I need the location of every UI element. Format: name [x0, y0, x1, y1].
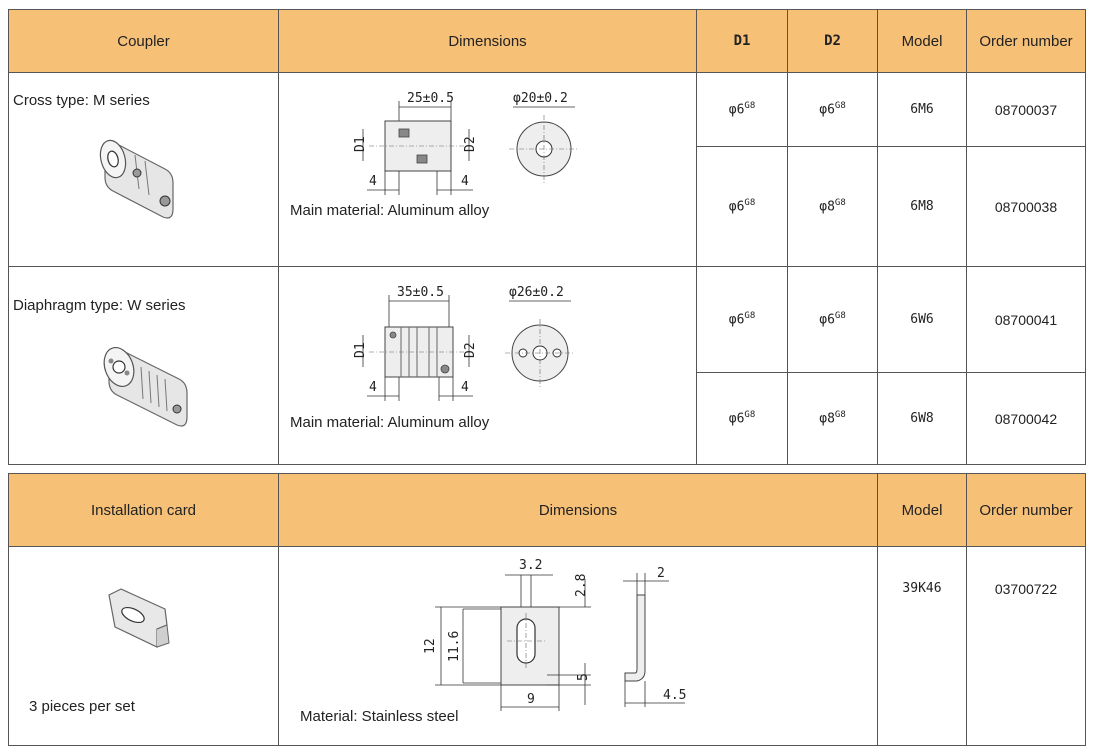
card-model: 39K46 — [877, 546, 967, 746]
table-row: 3 pieces per set 3.2 12 11.6 — [8, 546, 1086, 746]
m-diameter-label: φ20±0.2 — [513, 91, 568, 106]
m6-d1-value: φ6 — [728, 102, 745, 118]
m-d1-label: D1 — [353, 136, 368, 152]
m8-d1: φ6G8 — [696, 146, 788, 267]
card-bottom-label: 5 — [576, 673, 591, 681]
w8-d2: φ8G8 — [787, 372, 878, 465]
cross-coupler-image — [99, 139, 174, 219]
coupler-cell-m-series: Cross type: M series — [8, 72, 279, 267]
m8-d1-tolerance: G8 — [744, 198, 756, 209]
w8-d2-value: φ8 — [819, 411, 835, 427]
card-dimension-drawing: 3.2 12 11.6 2.8 — [423, 558, 686, 711]
w6-d1: φ6G8 — [696, 266, 788, 373]
m6-d2: φ6G8 — [787, 72, 878, 147]
w8-d2-tolerance: G8 — [834, 410, 846, 421]
card-height-label: 12 — [423, 638, 438, 654]
dimensions-cell-m-series: 25±0.5 D1 D2 4 4 φ20±0.2 — [278, 72, 697, 267]
coupler-name-m: Cross type: M series — [13, 92, 150, 109]
w8-d1-tolerance: G8 — [744, 410, 756, 421]
m-gap-left-label: 4 — [369, 174, 377, 189]
card-material-label: Material: Stainless steel — [300, 708, 459, 725]
w-length-label: 35±0.5 — [397, 285, 444, 300]
coupler-table: Coupler Dimensions D1 D2 Model Order num… — [8, 9, 1086, 465]
card-thickness-label: 2 — [657, 566, 665, 581]
m-material-label: Main material: Aluminum alloy — [290, 202, 490, 219]
header-d2: D2 — [787, 9, 878, 73]
m6-model: 6M6 — [877, 72, 967, 147]
w6-d1-tolerance: G8 — [744, 311, 756, 322]
m-length-label: 25±0.5 — [407, 91, 454, 106]
header-d1: D1 — [696, 9, 788, 73]
card-leg-label: 4.5 — [663, 688, 686, 703]
w6-d2-tolerance: G8 — [834, 311, 846, 322]
installation-card-table: Installation card Dimensions Model Order… — [8, 473, 1086, 746]
m8-order-number: 08700038 — [966, 146, 1086, 267]
m6-d2-tolerance: G8 — [834, 101, 846, 112]
w6-order-number: 08700041 — [966, 266, 1086, 373]
w-d1-label: D1 — [353, 342, 368, 358]
m-d2-label: D2 — [463, 136, 478, 152]
coupler-cell-w-series: Diaphragm type: W series — [8, 266, 279, 465]
m-series-dimension-drawing: 25±0.5 D1 D2 4 4 φ20±0.2 — [353, 91, 579, 195]
m8-d1-value: φ6 — [728, 199, 745, 215]
card-order-number: 03700722 — [966, 546, 1086, 746]
header-model: Model — [877, 9, 967, 73]
m-gap-right-label: 4 — [461, 174, 469, 189]
w6-d2-value: φ6 — [819, 312, 835, 328]
w6-d1-value: φ6 — [728, 312, 745, 328]
table-row: Cross type: M series 25±0.5 — [8, 72, 1086, 267]
w8-order-number: 08700042 — [966, 372, 1086, 465]
w-gap-left-label: 4 — [369, 380, 377, 395]
card-top-label: 2.8 — [574, 574, 589, 597]
m8-model: 6M8 — [877, 146, 967, 267]
header-dimensions: Dimensions — [278, 9, 697, 73]
m6-d1-tolerance: G8 — [744, 101, 756, 112]
card-dimensions-cell: 3.2 12 11.6 2.8 — [278, 546, 878, 746]
header-card-dimensions: Dimensions — [278, 473, 878, 547]
header-card-order-number: Order number — [966, 473, 1086, 547]
w6-model: 6W6 — [877, 266, 967, 373]
header-installation-card: Installation card — [8, 473, 279, 547]
w8-model: 6W8 — [877, 372, 967, 465]
m8-d2: φ8G8 — [787, 146, 878, 267]
w6-d2: φ6G8 — [787, 266, 878, 373]
w-material-label: Main material: Aluminum alloy — [290, 414, 490, 431]
table-row: Diaphragm type: W series 35±0.5 — [8, 266, 1086, 465]
header-card-model: Model — [877, 473, 967, 547]
w-series-dimension-drawing: 35±0.5 D1 D2 4 — [353, 285, 575, 401]
card-set-note: 3 pieces per set — [29, 698, 135, 715]
card-slot-width-label: 3.2 — [519, 558, 542, 573]
header-coupler: Coupler — [8, 9, 279, 73]
m8-d2-tolerance: G8 — [834, 198, 846, 209]
w8-d1: φ6G8 — [696, 372, 788, 465]
card-width-label: 9 — [527, 692, 535, 707]
coupler-header-row: Coupler Dimensions D1 D2 Model Order num… — [8, 9, 1086, 73]
table-row: φ6G8 φ8G8 6M8 08700038 — [9, 146, 1086, 267]
dimensions-cell-w-series: 35±0.5 D1 D2 4 — [278, 266, 697, 465]
installation-card-cell: 3 pieces per set — [8, 546, 279, 746]
m6-order-number: 08700037 — [966, 72, 1086, 147]
w8-d1-value: φ6 — [728, 411, 745, 427]
diaphragm-coupler-image — [103, 347, 188, 427]
m6-d1: φ6G8 — [696, 72, 788, 147]
w-diameter-label: φ26±0.2 — [509, 285, 564, 300]
m6-d2-value: φ6 — [819, 102, 835, 118]
w-d2-label: D2 — [463, 342, 478, 358]
header-order-number: Order number — [966, 9, 1086, 73]
table-row: φ6G8 φ8G8 6W8 08700042 — [9, 372, 1086, 465]
m8-d2-value: φ8 — [819, 199, 835, 215]
card-inner-height-label: 11.6 — [447, 631, 462, 662]
w-gap-right-label: 4 — [461, 380, 469, 395]
card-header-row: Installation card Dimensions Model Order… — [8, 473, 1086, 547]
coupler-name-w: Diaphragm type: W series — [13, 297, 186, 314]
installation-card-image — [108, 588, 170, 648]
